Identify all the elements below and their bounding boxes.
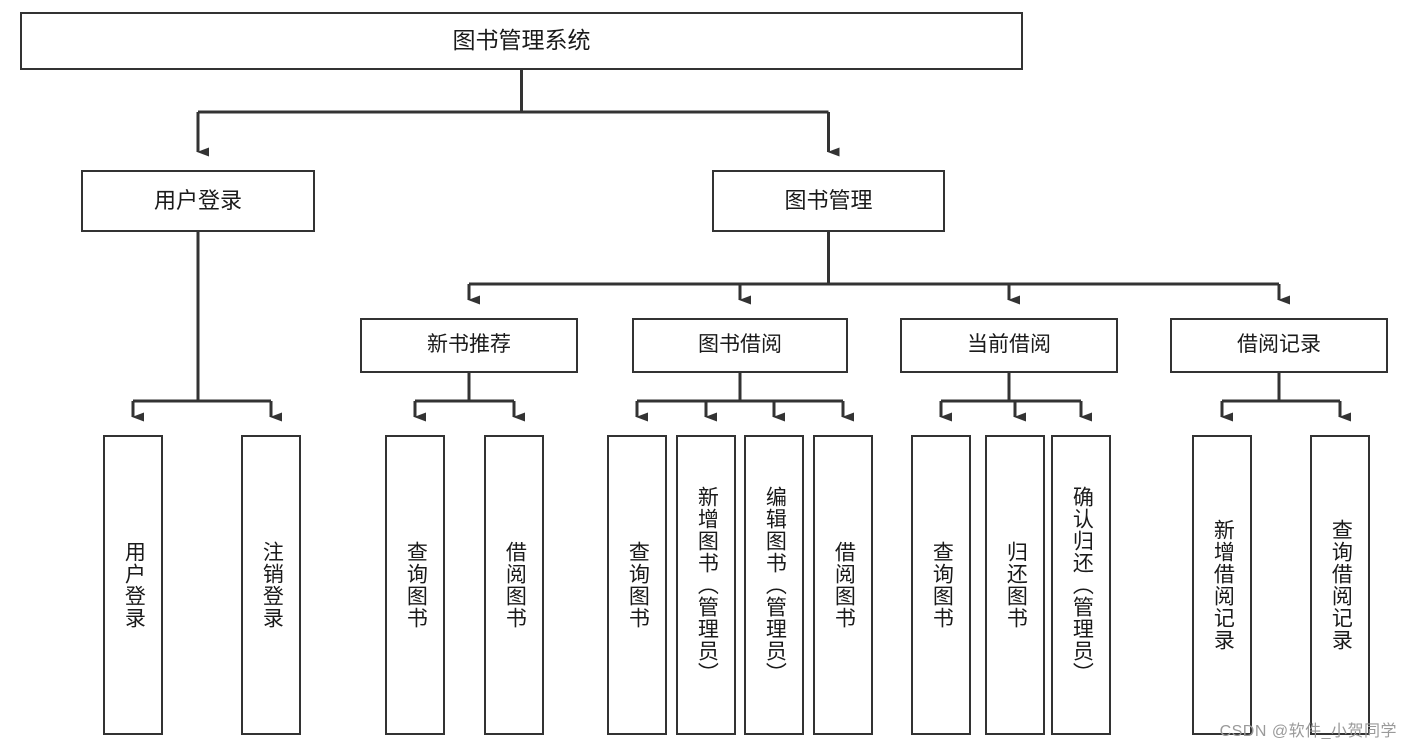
node-leaf-add-borrow-record[interactable]: 新增借阅记录 xyxy=(1192,435,1252,735)
node-label: 当前借阅 xyxy=(967,333,1051,357)
node-label: 查询图书 xyxy=(626,541,650,629)
node-leaf-query-book-2[interactable]: 查询图书 xyxy=(607,435,667,735)
node-current-borrow[interactable]: 当前借阅 xyxy=(900,318,1118,373)
node-label: 图书管理 xyxy=(784,188,873,214)
node-book-manage[interactable]: 图书管理 xyxy=(712,170,945,232)
node-book-borrow[interactable]: 图书借阅 xyxy=(632,318,848,373)
node-label: 新书推荐 xyxy=(427,333,511,357)
node-leaf-query-borrow-record[interactable]: 查询借阅记录 xyxy=(1310,435,1370,735)
node-new-book-recommend[interactable]: 新书推荐 xyxy=(360,318,578,373)
node-leaf-user-logout[interactable]: 注销登录 xyxy=(241,435,301,735)
node-leaf-borrow-book-1[interactable]: 借阅图书 xyxy=(484,435,544,735)
node-user-login[interactable]: 用户登录 xyxy=(81,170,315,232)
node-leaf-edit-book[interactable]: 编辑图书（管理员） xyxy=(744,435,804,735)
node-label: 新增图书（管理员） xyxy=(695,486,719,684)
node-root[interactable]: 图书管理系统 xyxy=(20,12,1023,70)
node-leaf-query-book-3[interactable]: 查询图书 xyxy=(911,435,971,735)
node-leaf-return-book[interactable]: 归还图书 xyxy=(985,435,1045,735)
node-leaf-confirm-return[interactable]: 确认归还（管理员） xyxy=(1051,435,1111,735)
watermark: CSDN @软件_小贺同学 xyxy=(1219,723,1397,740)
node-label: 图书借阅 xyxy=(698,333,782,357)
node-label: 借阅图书 xyxy=(832,541,856,629)
node-label: 归还图书 xyxy=(1004,541,1028,629)
node-label: 借阅记录 xyxy=(1237,333,1321,357)
node-label: 编辑图书（管理员） xyxy=(763,486,787,684)
node-label: 注销登录 xyxy=(260,541,284,629)
node-label: 查询图书 xyxy=(404,541,428,629)
node-label: 查询图书 xyxy=(930,541,954,629)
node-label: 借阅图书 xyxy=(503,541,527,629)
node-borrow-record[interactable]: 借阅记录 xyxy=(1170,318,1388,373)
node-leaf-add-book[interactable]: 新增图书（管理员） xyxy=(676,435,736,735)
node-label: 新增借阅记录 xyxy=(1211,519,1235,651)
node-label: 用户登录 xyxy=(122,541,146,629)
node-label: 用户登录 xyxy=(153,188,242,214)
node-leaf-borrow-book-2[interactable]: 借阅图书 xyxy=(813,435,873,735)
node-leaf-user-login[interactable]: 用户登录 xyxy=(103,435,163,735)
node-label: 图书管理系统 xyxy=(452,27,591,54)
node-label: 查询借阅记录 xyxy=(1329,519,1353,651)
node-label: 确认归还（管理员） xyxy=(1070,486,1094,684)
node-leaf-query-book-1[interactable]: 查询图书 xyxy=(385,435,445,735)
